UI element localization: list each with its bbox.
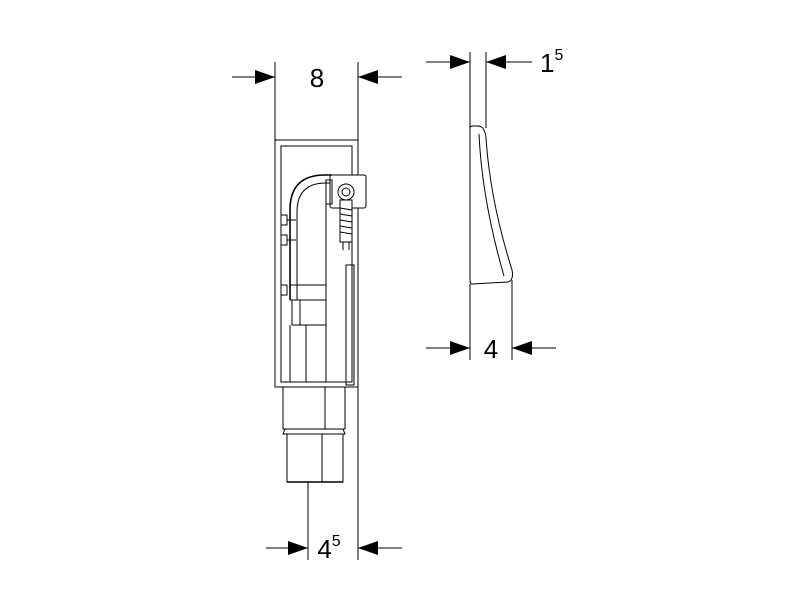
dimension-label-45: 45 [317,533,340,564]
wall-tabs [280,214,296,296]
cover-plate-outline [469,125,513,285]
housing-inner-rim [280,145,353,383]
dimension-width-8: 8 [232,63,402,93]
valve-fitting [325,174,367,250]
pipe-connector [291,299,327,326]
outlet-pipe [282,386,346,483]
cover-side-view [469,52,513,360]
dimension-label-15: 15 [540,47,563,78]
dimension-label-4: 4 [484,334,498,364]
side-rail [345,264,355,386]
siphon-front-view [274,62,367,560]
cover-plate-edge [478,133,505,277]
elbow-pipe [289,174,332,326]
dimension-pipe-45: 45 [266,533,402,564]
lower-body [289,325,345,383]
dimension-label-8: 8 [310,63,324,93]
valve-knob [337,183,355,201]
dimension-depth-4: 4 [426,334,556,364]
dimension-thickness-15: 15 [426,47,563,78]
